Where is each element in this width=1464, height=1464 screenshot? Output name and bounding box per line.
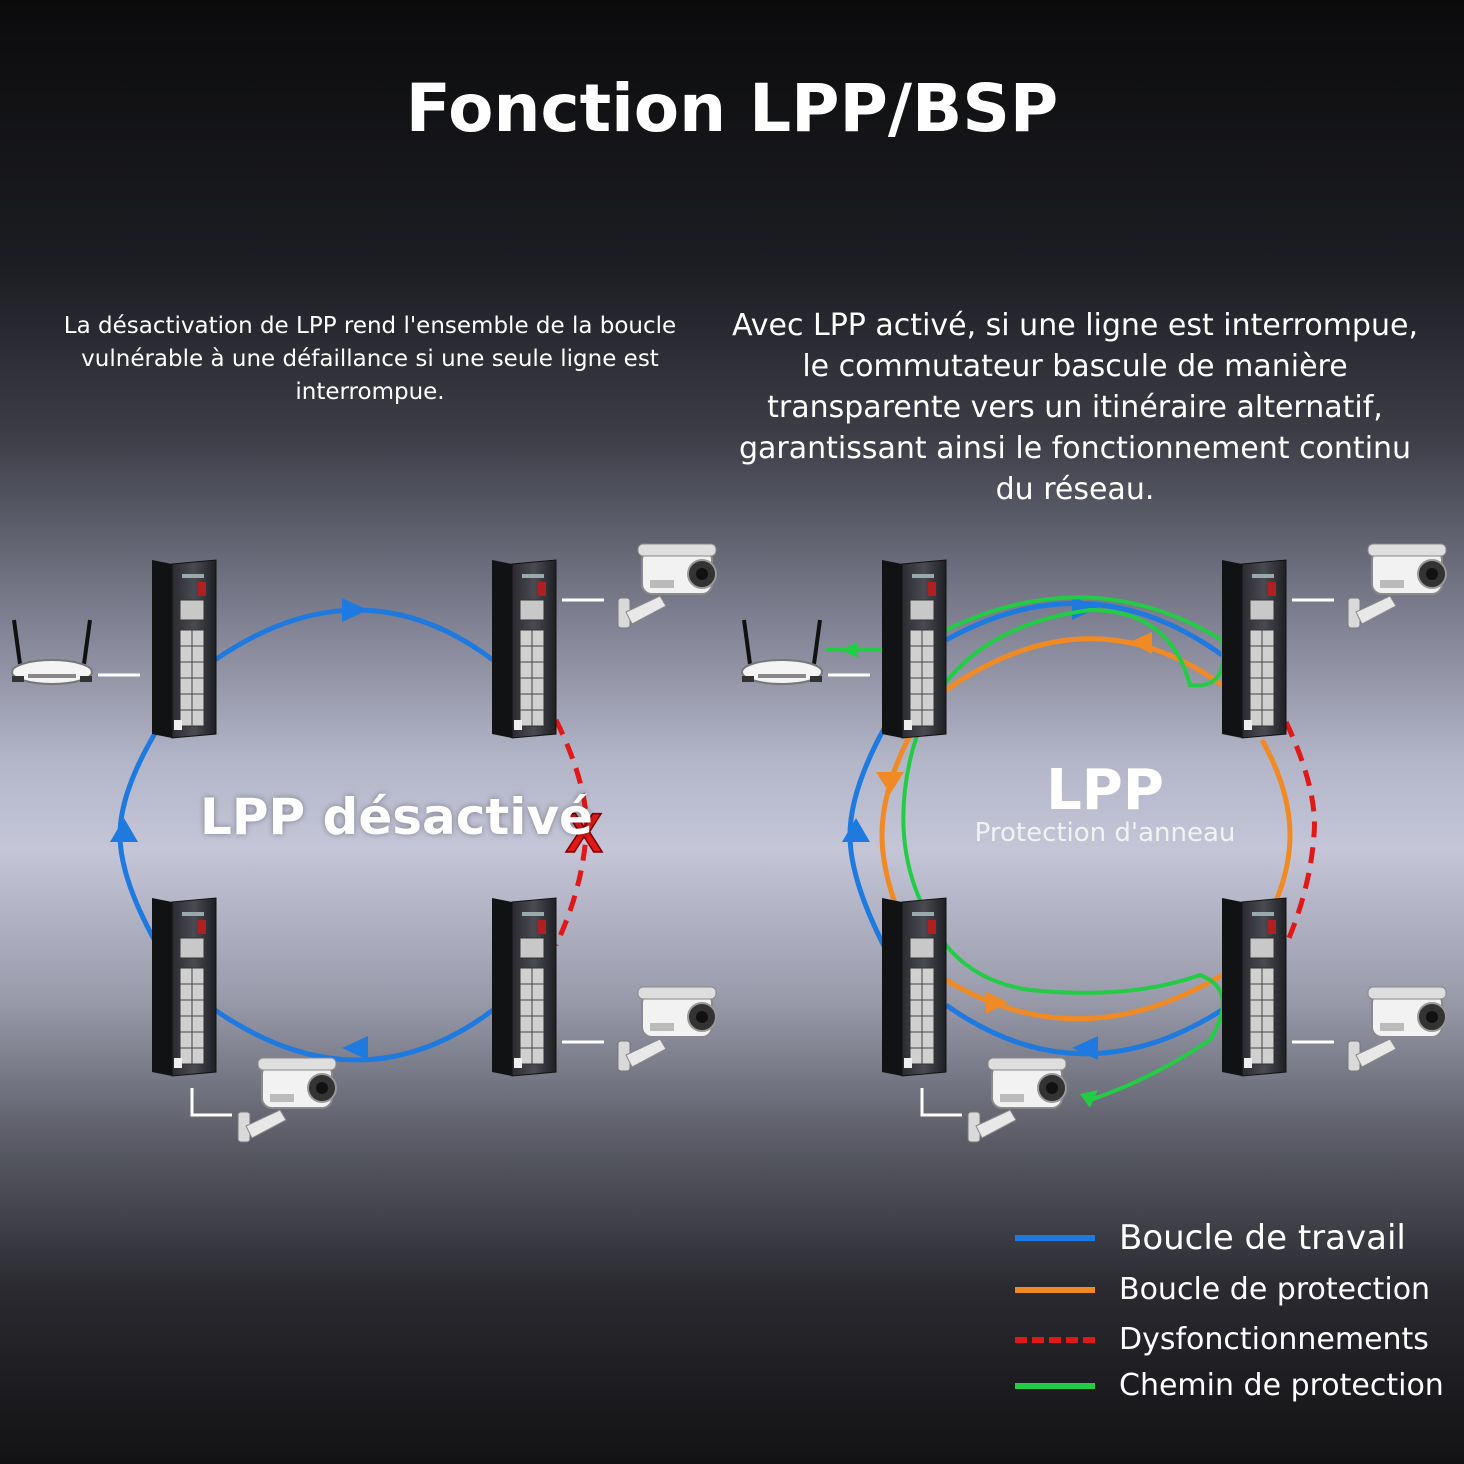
switch-icon [491,559,557,739]
switch-icon [1221,559,1287,739]
working-loop-right-bottom [944,1002,1224,1057]
camera-icon [237,1057,337,1143]
switch-icon [151,559,217,739]
page-title: Fonction LPP/BSP [405,70,1059,147]
legend-label: Dysfonctionnements [1119,1322,1429,1357]
legend-label: Boucle de travail [1119,1218,1406,1258]
left-description: La désactivation de LPP rend l'ensemble … [63,313,677,405]
fault-x-mark: X [565,801,602,864]
lpp-sublabel: Protection d'anneau [974,818,1236,848]
arrow-up-icon [110,818,138,842]
arrow-up-icon [842,818,870,842]
right-description: Avec LPP activé, si une ligne est interr… [731,308,1418,507]
arrow-left-icon [342,1036,368,1060]
router-icon [10,618,94,686]
switch-icon [881,559,947,739]
arrow-left-icon [1130,632,1152,654]
legend-swatch [1015,1235,1095,1241]
camera-icon [967,1057,1067,1143]
legend-swatch [1015,1286,1095,1293]
lpp-label: LPP [1046,758,1164,823]
arrow-down-icon [876,772,904,794]
legend-label: Chemin de protection [1119,1368,1444,1403]
legend-item-working-loop: Boucle de travail [1015,1218,1406,1258]
legend-label: Boucle de protection [1119,1272,1431,1307]
protection-loop [879,636,1293,1022]
legend-item-protection-path: Chemin de protection [1015,1368,1444,1403]
arrow-left-icon [840,642,858,658]
right-diagram [740,543,1447,1143]
camera-icon [1347,986,1447,1072]
arrow-down-icon [1080,1090,1098,1108]
fault-line-left [553,718,589,947]
legend-item-malfunctions: Dysfonctionnements [1015,1322,1429,1357]
arrow-right-icon [986,992,1008,1014]
arrow-right-icon [1072,596,1098,620]
switch-icon [1221,897,1287,1077]
camera-icon [617,543,717,629]
legend-swatch [1015,1382,1095,1389]
camera-icon [1347,543,1447,629]
working-loop-left [213,607,495,663]
fault-line-right [1283,720,1317,946]
legend-swatch [1015,1336,1095,1343]
left-diagram [10,543,717,1143]
switch-icon [881,897,947,1077]
switch-icon [491,897,557,1077]
arrow-left-icon [1072,1036,1098,1060]
router-icon [740,618,824,686]
camera-icon [617,986,717,1072]
switch-icon [151,897,217,1077]
arrow-right-icon [342,598,368,622]
working-loop-left-bottom [213,1007,495,1063]
legend-item-protection-loop: Boucle de protection [1015,1272,1430,1307]
lpp-disabled-label: LPP désactivé [200,788,593,846]
